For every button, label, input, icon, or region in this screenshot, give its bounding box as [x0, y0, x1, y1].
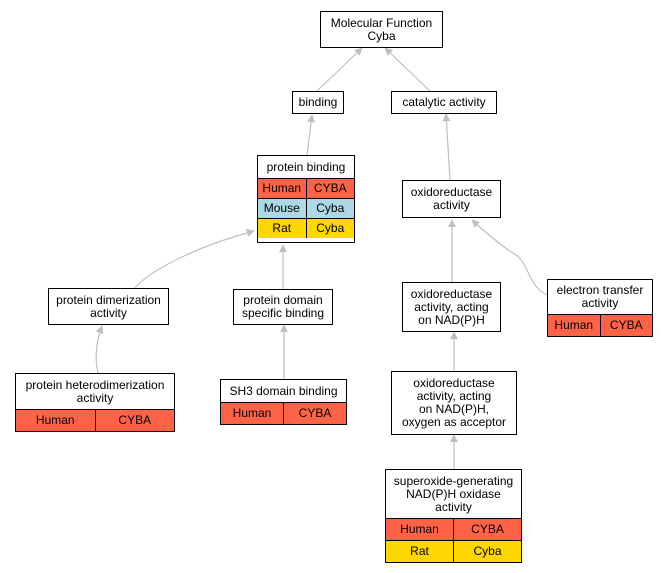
gene-cell: CYBA [305, 179, 355, 198]
species-cell: Rat [410, 544, 429, 558]
edge-hetero-dimerization [95, 325, 104, 374]
gene-cell: CYBA [94, 410, 175, 431]
node-protein-dimerization-activity[interactable]: protein dimerization activity [48, 288, 169, 325]
node-label: SH3 domain binding [229, 383, 338, 398]
gene-cell: Cyba [453, 541, 521, 562]
node-label: binding [298, 95, 338, 109]
node-label: superoxide-generating NAD(P)H oxidase ac… [393, 473, 514, 514]
node-superoxide-generating-nadph-oxidase[interactable]: superoxide-generating NAD(P)H oxidase ac… [385, 469, 522, 563]
species-cell: Human [554, 318, 594, 332]
annotation-row-mouse: Mouse Cyba [258, 198, 354, 218]
node-label: catalytic activity [402, 95, 486, 109]
node-oxidoreductase-oxygen-acceptor[interactable]: oxidoreductase activity, acting on NAD(P… [391, 371, 517, 435]
annotation-row-human: Human CYBA [386, 518, 521, 540]
gene-cell: CYBA [453, 519, 521, 540]
node-catalytic-activity[interactable]: catalytic activity [391, 91, 497, 114]
node-label: oxidoreductase activity, acting on NAD(P… [401, 376, 507, 429]
node-oxidoreductase-nadph[interactable]: oxidoreductase activity, acting on NAD(P… [402, 282, 501, 332]
species-cell: Human [35, 413, 75, 427]
annotation-row-human: Human CYBA [258, 178, 354, 198]
species-cell: Rat [272, 221, 292, 235]
gene-cell: CYBA [599, 315, 653, 336]
edge-oxidoreductase-catalytic [442, 113, 451, 181]
edge-catalytic-root [384, 47, 431, 92]
edge-binding-root [316, 47, 363, 92]
node-protein-binding[interactable]: protein binding Human CYBA Mouse Cyba Ra… [257, 155, 355, 243]
annotation-row-human: Human CYBA [16, 409, 174, 431]
species-cell: Human [262, 181, 302, 195]
node-label: oxidoreductase activity, acting on NAD(P… [410, 286, 493, 327]
gene-cell: CYBA [283, 403, 346, 424]
annotation-row-human: Human CYBA [548, 314, 652, 336]
node-label: protein domain specific binding [241, 293, 325, 320]
node-label: protein heterodimerization activity [25, 377, 165, 405]
gene-cell: Cyba [305, 199, 355, 218]
node-binding[interactable]: binding [292, 91, 344, 114]
node-molecular-function[interactable]: Molecular Function Cyba [320, 11, 443, 48]
annotation-row-rat: Rat Cyba [258, 218, 354, 238]
species-cell: Mouse [263, 201, 300, 215]
annotation-row-rat: Rat Cyba [386, 540, 521, 562]
node-label: Molecular Function Cyba [330, 15, 433, 43]
node-label: protein dimerization activity [56, 292, 161, 320]
node-label: oxidoreductase activity [410, 185, 493, 212]
node-electron-transfer-activity[interactable]: electron transfer activity Human CYBA [547, 279, 653, 337]
node-oxidoreductase-activity[interactable]: oxidoreductase activity [402, 180, 501, 218]
species-cell: Human [232, 406, 272, 420]
node-label: electron transfer activity [556, 283, 644, 310]
edge-protein-binding-binding [306, 114, 316, 156]
species-cell: Human [400, 522, 439, 536]
node-label: protein binding [266, 159, 346, 174]
gene-cell: Cyba [305, 219, 355, 238]
node-sh3-domain-binding[interactable]: SH3 domain binding Human CYBA [220, 379, 347, 425]
node-protein-heterodimerization-activity[interactable]: protein heterodimerization activity Huma… [15, 373, 175, 432]
annotation-row-human: Human CYBA [221, 402, 346, 424]
edge-dimerization-protein-binding [134, 228, 255, 289]
edge-electron-oxidoreductase [471, 219, 549, 296]
node-protein-domain-specific-binding[interactable]: protein domain specific binding [233, 289, 333, 325]
